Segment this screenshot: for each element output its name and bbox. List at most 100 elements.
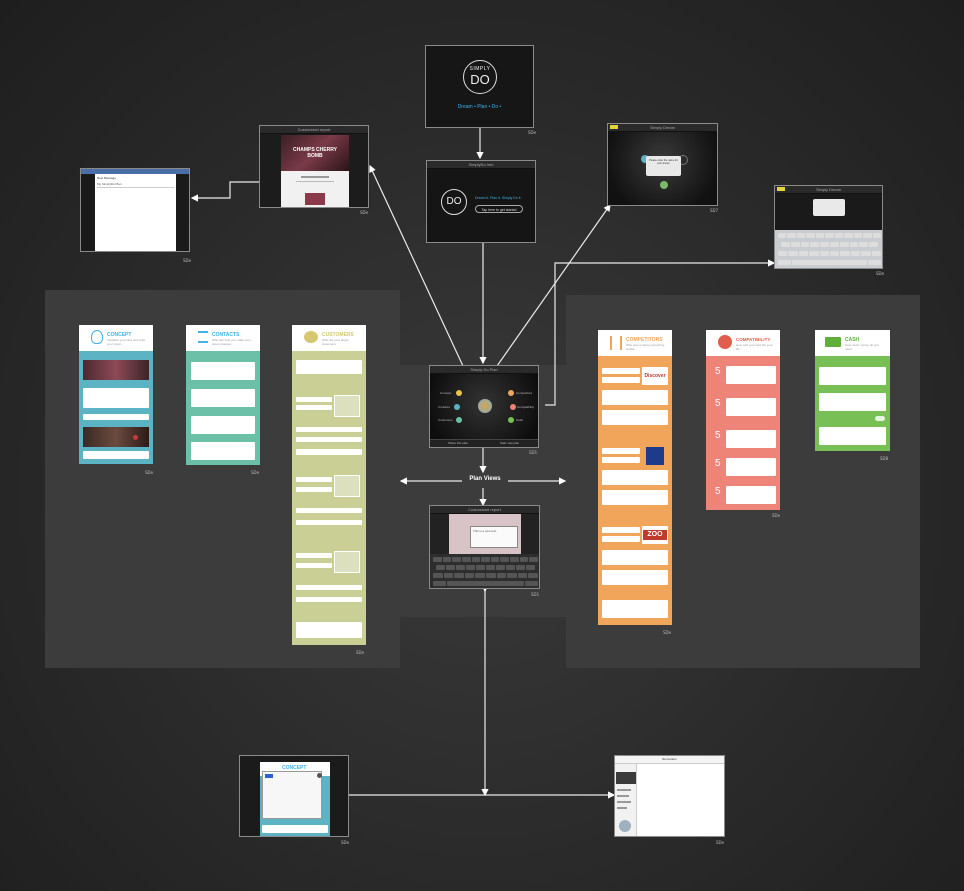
key[interactable] bbox=[840, 251, 850, 256]
start-new-plan-button[interactable]: Start new plan bbox=[500, 441, 520, 445]
contacts-card-2[interactable] bbox=[191, 389, 255, 407]
key[interactable] bbox=[461, 557, 471, 562]
key[interactable] bbox=[443, 573, 454, 578]
customers-row-2a[interactable] bbox=[296, 477, 332, 482]
share-sidebar-item[interactable] bbox=[617, 795, 629, 797]
customers-photo-1[interactable] bbox=[334, 395, 360, 417]
customers-photo-3[interactable] bbox=[334, 551, 360, 573]
email-screen[interactable]: New Message My SimplyDo Plan bbox=[80, 168, 190, 252]
competitor-1-field-a[interactable] bbox=[602, 368, 640, 374]
key[interactable] bbox=[528, 573, 538, 578]
key[interactable] bbox=[787, 233, 796, 238]
key[interactable] bbox=[481, 557, 490, 562]
key[interactable] bbox=[506, 565, 515, 570]
dark-keyboard[interactable] bbox=[430, 554, 539, 588]
customers-row-1e[interactable] bbox=[296, 449, 362, 455]
customers-row-1c[interactable] bbox=[296, 427, 362, 432]
key[interactable] bbox=[853, 233, 863, 238]
key[interactable] bbox=[456, 565, 465, 570]
key[interactable] bbox=[834, 233, 844, 238]
customers-phone[interactable]: CUSTOMERS Who are your target customers bbox=[292, 325, 366, 645]
cash-card-1[interactable] bbox=[819, 367, 886, 385]
key[interactable] bbox=[507, 573, 517, 578]
customers-row-2c[interactable] bbox=[296, 508, 362, 513]
light-keyboard[interactable] bbox=[775, 230, 882, 268]
cash-card-2[interactable] bbox=[819, 393, 886, 411]
competitor-1-field-b[interactable] bbox=[602, 377, 640, 383]
key[interactable] bbox=[516, 565, 525, 570]
compat-card-5[interactable] bbox=[726, 486, 776, 504]
compat-card-1[interactable] bbox=[726, 366, 776, 384]
key[interactable] bbox=[868, 260, 881, 265]
competitor-1-notes-b[interactable] bbox=[602, 410, 668, 425]
key[interactable] bbox=[454, 573, 464, 578]
key[interactable] bbox=[442, 557, 452, 562]
contacts-card-4[interactable] bbox=[191, 442, 255, 460]
cash-toggle[interactable] bbox=[875, 416, 885, 421]
key[interactable] bbox=[500, 557, 510, 562]
key[interactable] bbox=[820, 242, 829, 247]
competitor-bottom-card[interactable] bbox=[602, 600, 668, 618]
key[interactable] bbox=[829, 242, 839, 247]
keyboard-screen[interactable]: Simply Dream bbox=[774, 185, 883, 269]
key[interactable] bbox=[798, 251, 809, 256]
key[interactable] bbox=[436, 565, 445, 570]
compat-card-2[interactable] bbox=[726, 398, 776, 416]
concept-bottom-card[interactable] bbox=[83, 451, 149, 459]
key[interactable] bbox=[872, 233, 881, 238]
compat-card-3[interactable] bbox=[726, 430, 776, 448]
key[interactable] bbox=[809, 251, 819, 256]
hub-node-cash[interactable] bbox=[508, 417, 514, 423]
key[interactable] bbox=[490, 557, 500, 562]
contacts-card-3[interactable] bbox=[191, 416, 255, 434]
key[interactable] bbox=[859, 242, 869, 247]
customers-row-1b[interactable] bbox=[296, 405, 332, 410]
key[interactable] bbox=[485, 573, 496, 578]
welcome-screen[interactable]: SimplyDo Info DO Dream it. Plan it. Simp… bbox=[426, 160, 536, 243]
popup-dialog[interactable] bbox=[262, 771, 322, 819]
customers-card-bottom[interactable] bbox=[296, 622, 362, 638]
competitor-2-field-b[interactable] bbox=[602, 457, 640, 463]
hub-node-concept[interactable] bbox=[456, 390, 462, 396]
key[interactable] bbox=[871, 251, 882, 256]
key[interactable] bbox=[466, 565, 475, 570]
competitor-3-notes-b[interactable] bbox=[602, 570, 668, 585]
key[interactable] bbox=[790, 242, 800, 247]
key[interactable] bbox=[486, 565, 495, 570]
customers-photo-2[interactable] bbox=[334, 475, 360, 497]
popup-done-button[interactable] bbox=[265, 774, 273, 778]
key[interactable] bbox=[839, 242, 849, 247]
concept-phone[interactable]: CONCEPT Visualize your idea and write yo… bbox=[79, 325, 153, 464]
key[interactable] bbox=[433, 557, 442, 562]
key[interactable] bbox=[778, 233, 787, 238]
competitors-phone[interactable]: COMPETITORS Who else is doing something … bbox=[598, 330, 672, 625]
concept-thin-card[interactable] bbox=[83, 414, 149, 420]
edit-report-screen[interactable]: Customized report This is a new text bbox=[429, 505, 540, 589]
hub-node-customers[interactable] bbox=[456, 417, 462, 423]
key[interactable] bbox=[781, 242, 790, 247]
edit-text-bubble[interactable]: This is a new text bbox=[470, 526, 518, 548]
popup-field[interactable] bbox=[262, 825, 328, 833]
customers-row-3c[interactable] bbox=[296, 585, 362, 590]
cash-card-3[interactable] bbox=[819, 427, 886, 445]
share-sidebar-item[interactable] bbox=[617, 807, 627, 809]
key[interactable] bbox=[830, 251, 840, 256]
cash-phone[interactable]: CASH How much money do you need bbox=[815, 330, 890, 451]
concept-vision-card[interactable] bbox=[83, 388, 149, 408]
key[interactable] bbox=[810, 242, 820, 247]
competitor-2-notes-a[interactable] bbox=[602, 470, 668, 485]
key[interactable] bbox=[476, 565, 485, 570]
key[interactable] bbox=[806, 233, 815, 238]
key[interactable] bbox=[517, 573, 528, 578]
competitor-2-field-a[interactable] bbox=[602, 448, 640, 454]
customers-row-1d[interactable] bbox=[296, 437, 362, 442]
space-key[interactable] bbox=[791, 260, 868, 265]
space-key[interactable] bbox=[446, 581, 525, 586]
splash-screen[interactable]: SIMPLY DO Dream • Plan • Do • bbox=[425, 45, 534, 128]
key[interactable] bbox=[825, 233, 834, 238]
customized-report-screen[interactable]: Customized report CHAMPS CHERRY BOMB bbox=[259, 125, 369, 208]
key[interactable] bbox=[525, 581, 538, 586]
key[interactable] bbox=[496, 565, 505, 570]
share-sidebar-item[interactable] bbox=[617, 789, 631, 791]
key[interactable] bbox=[815, 233, 825, 238]
